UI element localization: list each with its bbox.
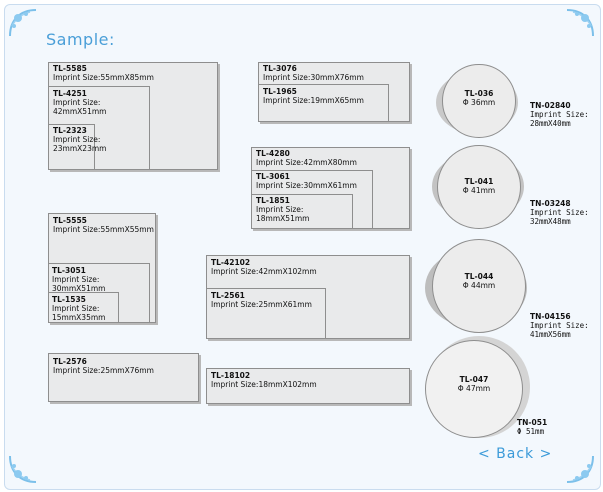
stamp-tl-2561 bbox=[206, 288, 326, 339]
round-stamp-tl-036 bbox=[442, 64, 516, 138]
stamp-tl-1851 bbox=[251, 194, 353, 229]
stamp-label: TL-3051 Imprint Size: 30mmX51mm bbox=[52, 266, 106, 293]
round-stamp-label: TN-051 Φ 51mm bbox=[517, 418, 548, 436]
round-stamp-tl-047 bbox=[425, 340, 523, 438]
stamp-tl-2576 bbox=[48, 353, 199, 402]
ornament-top-left-icon bbox=[9, 9, 37, 37]
stamp-tl-3076 bbox=[258, 62, 410, 122]
stamp-label: TL-5585 Imprint Size:55mmX85mm bbox=[53, 64, 154, 82]
stamp-tl-18102 bbox=[206, 368, 410, 404]
round-stamp-tl-044 bbox=[432, 239, 526, 333]
oval-stamp-label: TN-03248 Imprint Size: 32mmX48mm bbox=[530, 199, 589, 226]
stamp-label: TL-5555 Imprint Size:55mmX55mm bbox=[53, 216, 154, 234]
oval-stamp-label: TN-02840 Imprint Size: 28mmX40mm bbox=[530, 101, 589, 128]
stamp-label: TL-42102 Imprint Size:42mmX102mm bbox=[211, 258, 317, 276]
stamp-tl-1535 bbox=[48, 292, 119, 323]
stamp-tl-5555 bbox=[48, 213, 156, 323]
stamp-tl-5585 bbox=[48, 62, 218, 170]
stamp-label: TL-3061 Imprint Size:30mmX61mm bbox=[256, 172, 357, 190]
stamp-label: TL-2323 Imprint Size: 23mmX23mm bbox=[53, 126, 107, 153]
round-stamp-tl-041 bbox=[437, 145, 521, 229]
stamp-label: TL-1851 Imprint Size: 18mmX51mm bbox=[256, 196, 310, 223]
stamp-label: TL-2576 Imprint Size:25mmX76mm bbox=[53, 357, 154, 375]
stamp-tl-4280 bbox=[251, 147, 410, 229]
stamp-tl-1965 bbox=[258, 84, 389, 122]
back-link[interactable]: < Back > bbox=[478, 446, 553, 462]
stamp-tl-2323 bbox=[48, 124, 95, 170]
stamp-label: TL-18102 Imprint Size:18mmX102mm bbox=[211, 371, 317, 389]
stamp-label: TL-1535 Imprint Size: 15mmX35mm bbox=[52, 295, 106, 322]
ornament-bottom-right-icon bbox=[566, 455, 594, 483]
stamp-label: TL-1965 Imprint Size:19mmX65mm bbox=[263, 87, 364, 105]
stamp-label: TL-3076 Imprint Size:30mmX76mm bbox=[263, 64, 364, 82]
stamp-label: TL-4280 Imprint Size:42mmX80mm bbox=[256, 149, 357, 167]
stamp-label: TL-4251 Imprint Size: 42mmX51mm bbox=[53, 89, 107, 116]
ornament-top-right-icon bbox=[566, 9, 594, 37]
ornament-bottom-left-icon bbox=[9, 455, 37, 483]
stamp-label: TL-2561 Imprint Size:25mmX61mm bbox=[211, 291, 312, 309]
oval-stamp-label: TN-04156 Imprint Size: 41mmX56mm bbox=[530, 312, 589, 339]
page-title: Sample: bbox=[46, 30, 115, 49]
